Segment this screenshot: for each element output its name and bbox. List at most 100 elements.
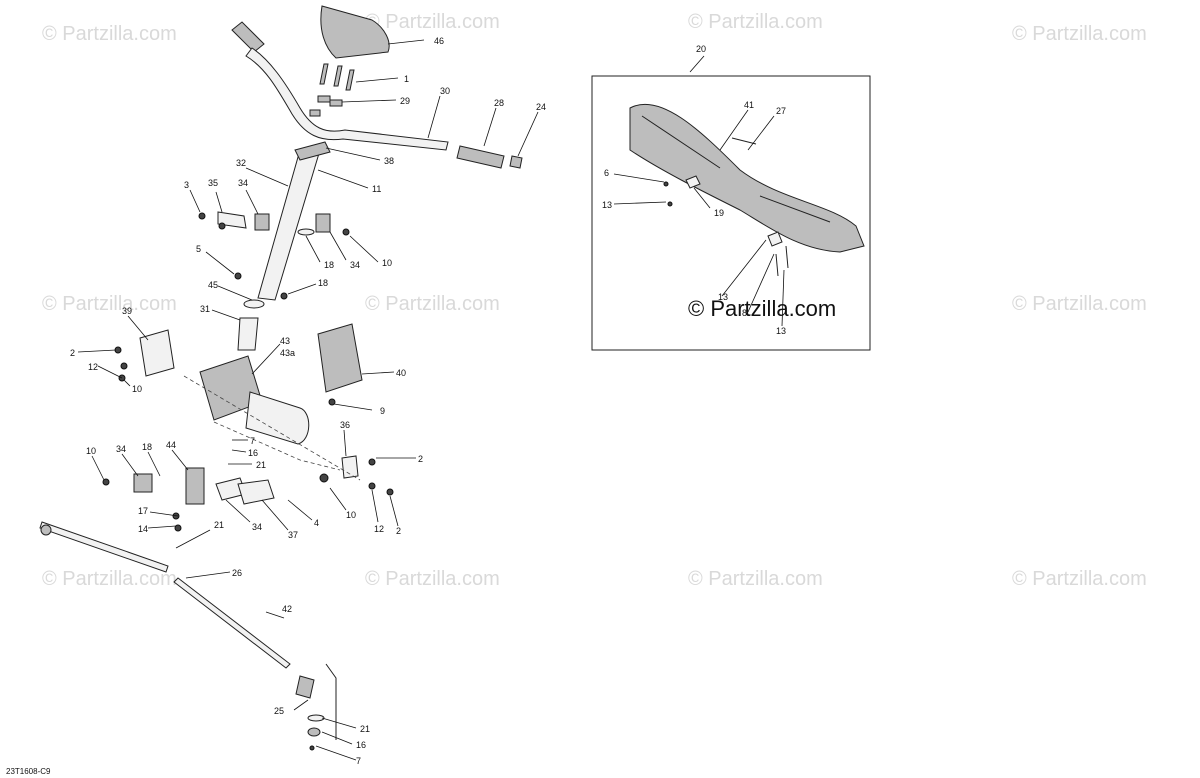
callout-label: 21 [256,460,266,470]
bracket [139,329,175,377]
screw [386,488,394,496]
callout-label: 8 [742,308,747,318]
callout-label: 16 [356,740,366,750]
watermark: © Partzilla.com [42,293,177,315]
callout-label: 19 [714,208,724,218]
callout-label: 17 [138,506,148,516]
washer [307,714,325,722]
centerline [213,421,341,471]
watermark: © Partzilla.com [42,568,177,590]
centerline [183,375,361,481]
support-block [254,213,270,231]
end-cap [509,155,523,169]
screw [663,181,669,187]
watermark: © Partzilla.com [1012,293,1147,315]
screw [368,482,376,490]
callout-label: 28 [494,98,504,108]
callout-label: 2 [70,348,75,358]
callout-label: 4 [314,518,319,528]
watermark: © Partzilla.com [688,11,823,33]
callout-label: 39 [122,306,132,316]
washer [297,228,315,236]
callout-label: 10 [346,510,356,520]
callout-label: 44 [166,440,176,450]
screw [667,201,673,207]
handlebar-pad [629,103,865,253]
bracket [685,175,701,189]
callout-label: 18 [324,260,334,270]
callout-label: 38 [384,156,394,166]
handlebar-pad [320,5,390,59]
watermark-main: © Partzilla.com [688,296,836,321]
callout-label: 13 [776,326,786,336]
callout-label: 10 [86,446,96,456]
bolts [319,63,355,91]
watermark: © Partzilla.com [1012,23,1147,45]
handlebar [245,47,449,151]
bracket-line [325,663,337,740]
callout-label: 29 [400,96,410,106]
callout-numbers: 46 1 29 30 28 24 38 11 32 3 35 34 34 10 … [70,36,786,766]
callout-label: 7 [356,756,361,766]
callout-label: 26 [232,568,242,578]
nut [307,727,321,737]
inset-frame [591,75,871,351]
callout-label: 16 [248,448,258,458]
callout-label: 37 [288,530,298,540]
callout-label: 12 [374,524,384,534]
boot [237,317,259,351]
screw [218,222,226,230]
callout-label: 35 [208,178,218,188]
callout-label: 7 [250,436,255,446]
callout-label: 42 [282,604,292,614]
callout-label: 11 [372,184,381,194]
callout-label: 21 [360,724,370,734]
leader-lines [77,39,785,761]
screw [120,362,128,370]
left-grip [231,21,265,53]
callout-label: 18 [142,442,152,452]
clip [767,231,783,247]
callout-label: 24 [536,102,546,112]
reference-code: 23T1608-C9 [6,767,51,776]
callout-label: 21 [214,520,224,530]
callout-label: 14 [138,524,148,534]
column-plate [294,141,331,161]
callout-label: 10 [132,384,142,394]
callout-label: 10 [382,258,392,268]
nut [280,292,288,300]
callout-label: 18 [318,278,328,288]
cotter-pin [309,745,315,751]
callout-label: 34 [116,444,126,454]
ball-joint [295,675,315,699]
callout-label: 43 [280,336,290,346]
handlebar-assembly [198,5,523,309]
callout-label: 12 [88,362,98,372]
watermark: © Partzilla.com [1012,568,1147,590]
nut [102,478,110,486]
bracket [237,479,275,505]
watermark: © Partzilla.com [365,568,500,590]
callout-label: 34 [238,178,248,188]
callout-label: 2 [396,526,401,536]
callout-label: 30 [440,86,450,96]
pad-detail [641,115,831,223]
callout-label: 41 [744,100,754,110]
support-block [133,473,153,493]
pitman-arm [185,467,205,505]
inset-panel: © Partzilla.com [591,75,871,351]
callout-label: 1 [404,74,409,84]
screw [328,398,336,406]
callout-label: 34 [350,260,360,270]
strip [731,137,757,145]
callout-label: 46 [434,36,444,46]
clamp [309,109,321,117]
screw [368,458,376,466]
clamp [317,95,331,103]
seal [243,299,265,309]
right-grip [456,145,505,169]
steering-gear-assembly [114,317,394,496]
drag-link [173,577,291,669]
mount [341,455,359,479]
